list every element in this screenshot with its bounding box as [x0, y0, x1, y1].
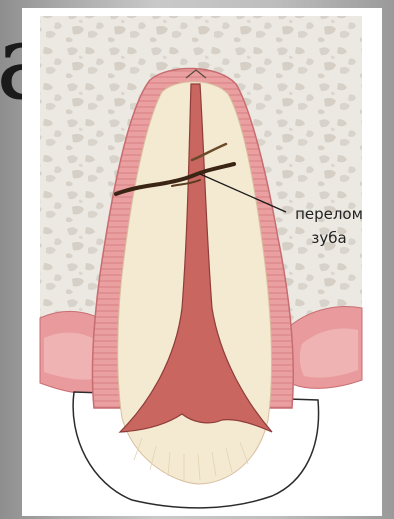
fracture-label-line2: зуба — [288, 226, 370, 250]
fracture-label-line1: перелом — [288, 202, 370, 226]
fracture-label: перелом зуба — [288, 202, 370, 250]
tooth-fracture-illustration — [22, 8, 382, 516]
tooth-fracture-figure: перелом зуба — [22, 8, 382, 516]
